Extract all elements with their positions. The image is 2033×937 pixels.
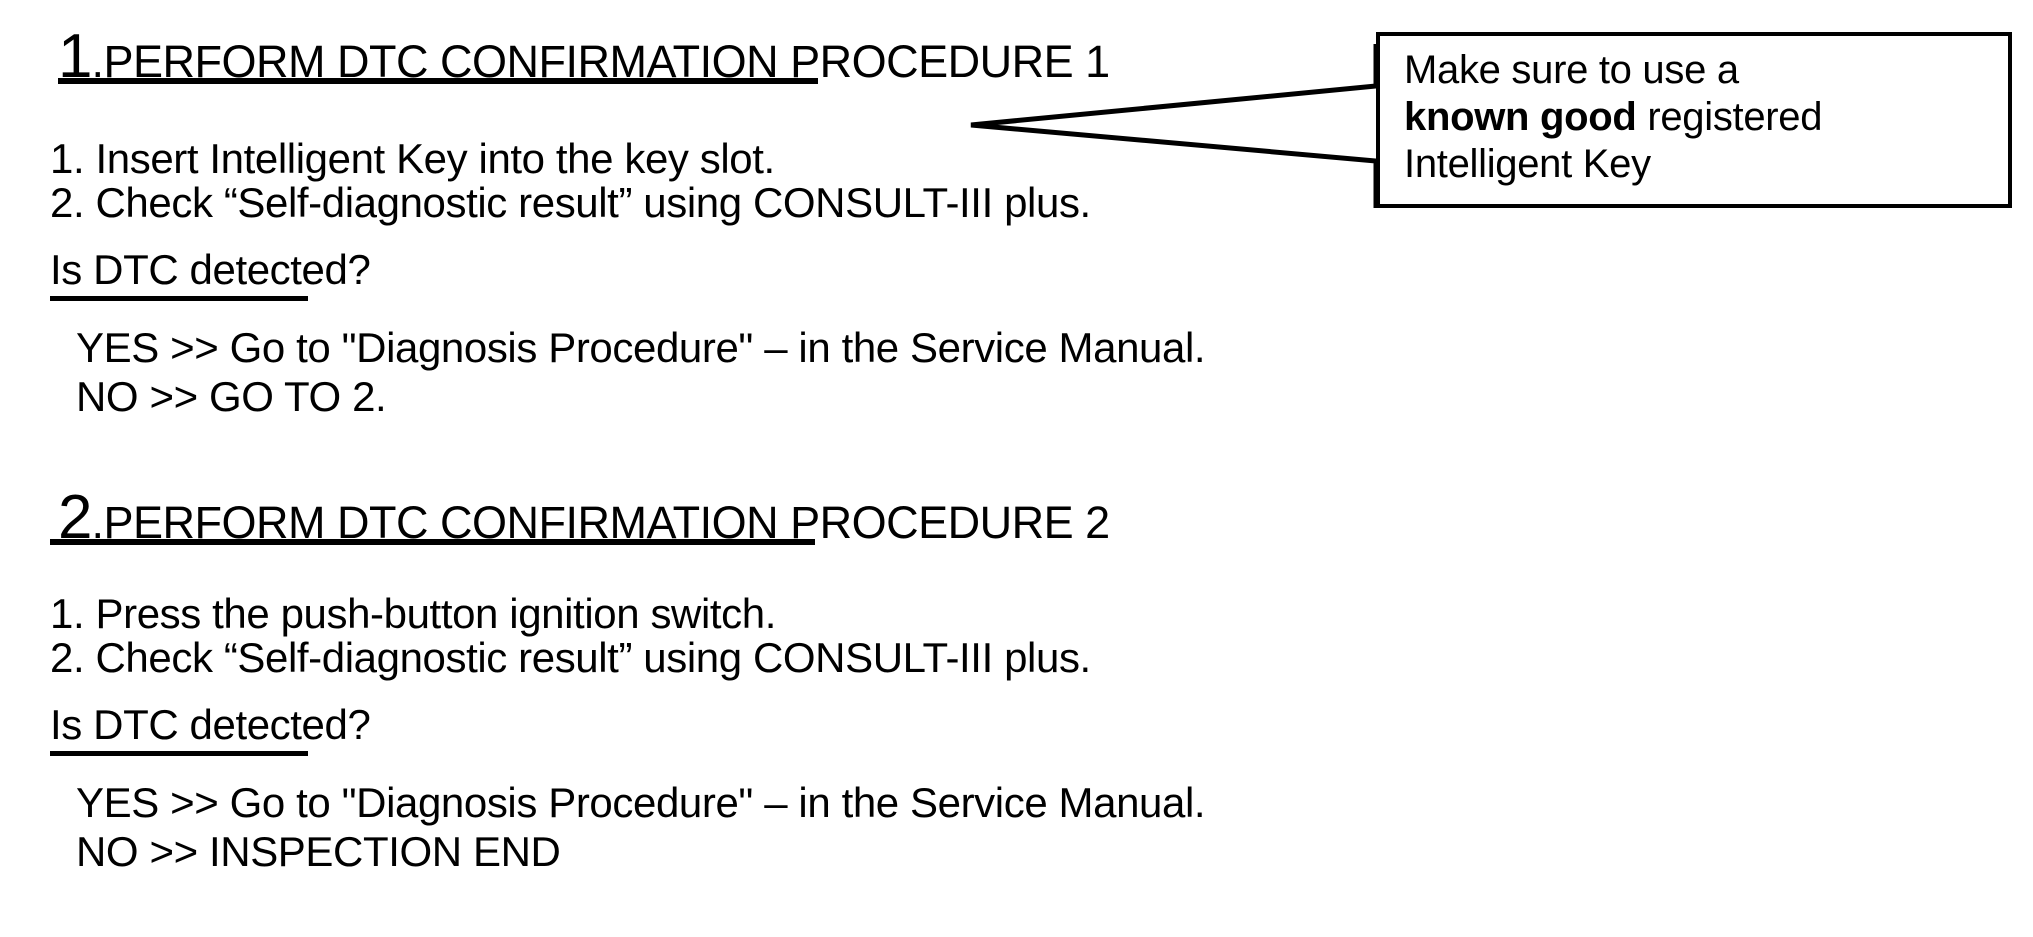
section-2-heading: 2.PERFORM DTC CONFIRMATION PROCEDURE 2	[58, 487, 1110, 549]
section-2-question: Is DTC detected?	[50, 701, 371, 748]
section-1-question-underline	[50, 296, 308, 301]
section-1-number: 1	[58, 22, 92, 91]
section-1-heading-text: .PERFORM DTC CONFIRMATION PROCEDURE 1	[91, 36, 1110, 87]
section-2-heading-underline	[50, 539, 815, 545]
section-2-outcome-no: NO >> INSPECTION END	[76, 828, 561, 875]
section-1-outcome-no: NO >> GO TO 2.	[76, 373, 387, 420]
section-2-outcome-yes: YES >> Go to "Diagnosis Procedure" – in …	[76, 779, 1206, 826]
section-2-question-underline	[50, 751, 308, 756]
section-1-heading-underline	[58, 78, 818, 84]
section-1-step-1: 1. Insert Intelligent Key into the key s…	[50, 135, 775, 182]
section-1-question: Is DTC detected?	[50, 246, 371, 293]
section-2-step-2: 2. Check “Self-diagnostic result” using …	[50, 634, 1091, 681]
section-1-step-2: 2. Check “Self-diagnostic result” using …	[50, 179, 1091, 226]
callout-line-2: known good registered	[1404, 95, 1823, 139]
section-1-heading: 1.PERFORM DTC CONFIRMATION PROCEDURE 1	[58, 26, 1110, 88]
callout-line-2-bold: known good	[1404, 95, 1637, 139]
section-2-heading-text: .PERFORM DTC CONFIRMATION PROCEDURE 2	[91, 497, 1110, 548]
section-2-step-1: 1. Press the push-button ignition switch…	[50, 590, 777, 637]
callout-line-3: Intelligent Key	[1404, 142, 1651, 186]
callout-line-1: Make sure to use a	[1404, 48, 1739, 92]
section-2-number: 2	[58, 483, 92, 552]
callout-box	[1376, 32, 2012, 208]
section-1-outcome-yes: YES >> Go to "Diagnosis Procedure" – in …	[76, 324, 1206, 371]
callout-line-2-rest: registered	[1636, 95, 1823, 139]
